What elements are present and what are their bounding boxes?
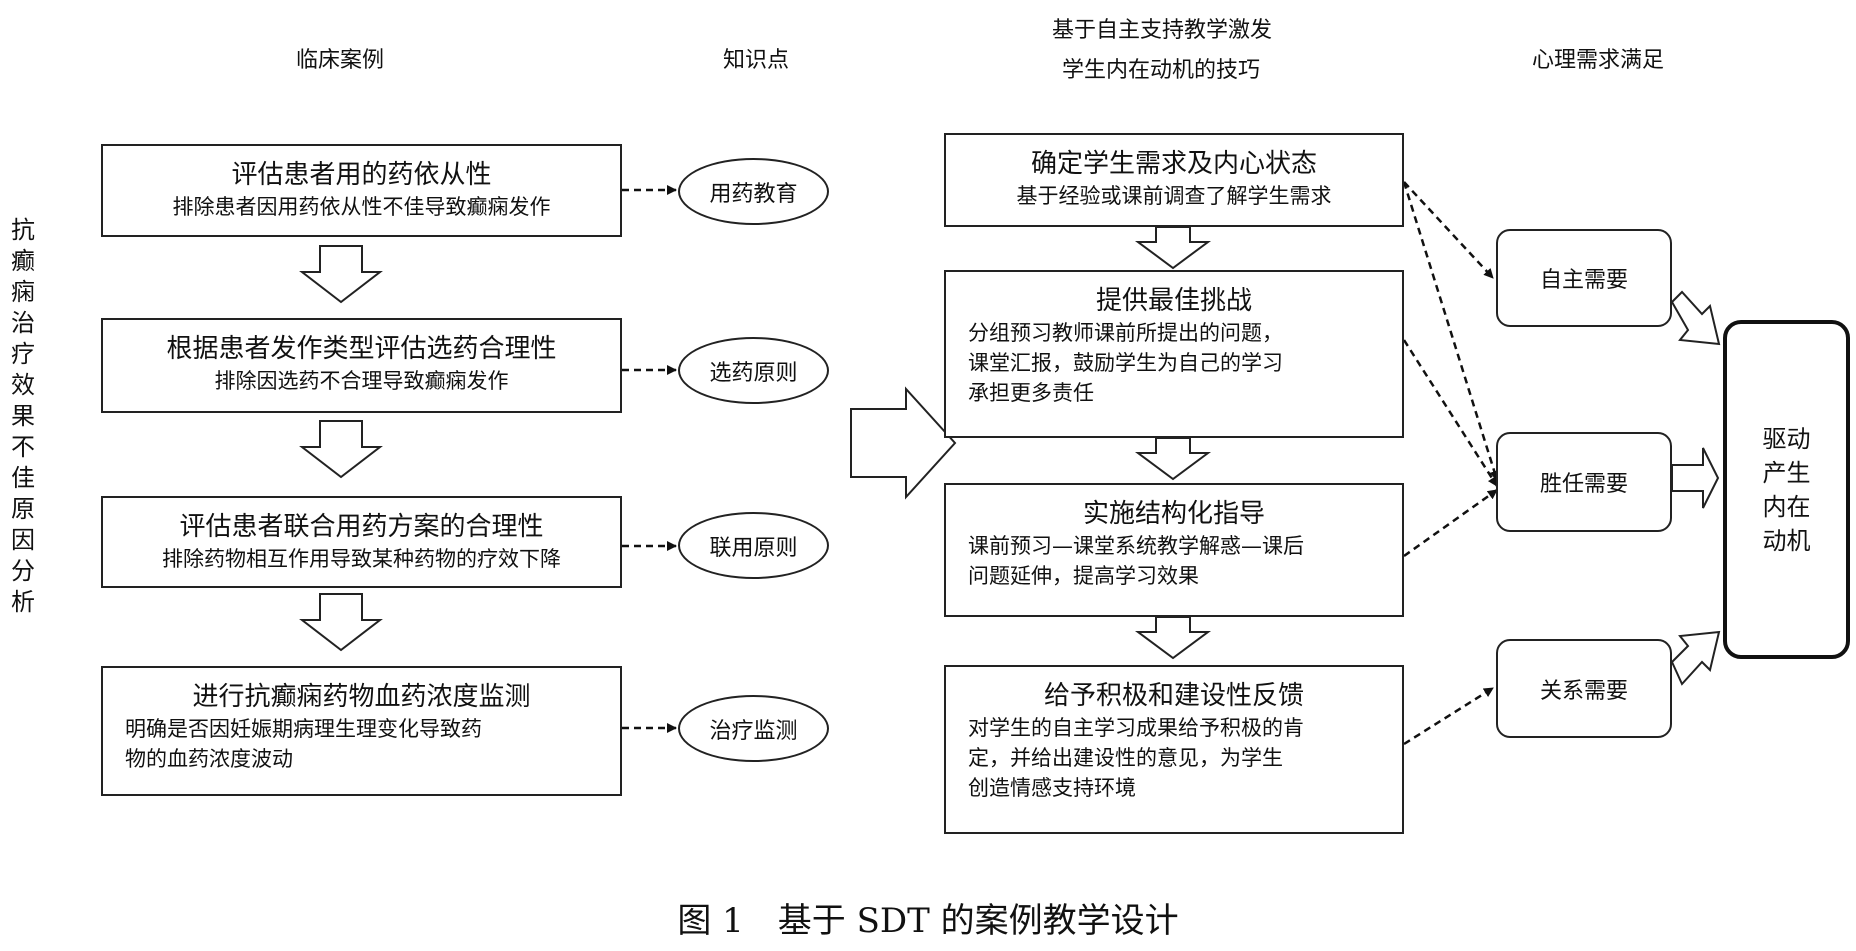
down-arrow: [1134, 616, 1212, 660]
clinical-step-title: 评估患者用的药依从性: [231, 160, 492, 190]
side-char: 抗: [11, 216, 35, 244]
header-skills-line2: 学生内在动机的技巧: [1062, 58, 1261, 83]
side-char: 果: [11, 402, 35, 430]
goal-line: 动机: [1762, 526, 1811, 555]
header-needs: 心理需求满足: [1532, 48, 1665, 73]
side-title: 抗 癫 痫 治 疗 效 果 不 佳 原 因 分 析: [8, 215, 38, 618]
clinical-step-title: 根据患者发作类型评估选药合理性: [166, 334, 557, 364]
side-char: 效: [11, 371, 35, 399]
skill-title: 提供最佳挑战: [1095, 286, 1252, 316]
clinical-step-detail: 排除因选药不合理导致癫痫发作: [214, 369, 509, 393]
big-right-arrow: [850, 386, 957, 500]
down-arrow: [299, 420, 383, 479]
skill-box-2: 提供最佳挑战 分组预习教师课前所提出的问题， 课堂汇报，鼓励学生为自己的学习 承…: [944, 270, 1404, 438]
header-clinical: 临床案例: [296, 48, 385, 73]
down-arrow: [1134, 226, 1212, 270]
side-char: 佳: [11, 464, 35, 492]
clinical-step-2: 根据患者发作类型评估选药合理性 排除因选药不合理导致癫痫发作: [101, 318, 622, 413]
skill-title: 给予积极和建设性反馈: [1043, 681, 1304, 711]
need-goal-arrow: [1671, 447, 1720, 509]
goal-line: 内在: [1762, 492, 1811, 521]
clinical-step-4: 进行抗癫痫药物血药浓度监测 明确是否因妊娠期病理生理变化导致药 物的血药浓度波动: [101, 666, 622, 796]
knowledge-point-1: 用药教育: [678, 158, 829, 225]
skill-detail: 分组预习教师课前所提出的问题，: [968, 321, 1283, 345]
clinical-step-3: 评估患者联合用药方案的合理性 排除药物相互作用导致某种药物的疗效下降: [101, 496, 622, 588]
side-char: 不: [11, 433, 35, 461]
skill-detail: 对学生的自主学习成果给予积极的肯: [968, 716, 1304, 740]
need-autonomy: 自主需要: [1496, 229, 1672, 327]
down-arrow: [299, 593, 383, 652]
header-skills-line1: 基于自主支持教学激发: [1052, 18, 1273, 43]
skill-detail: 课堂汇报，鼓励学生为自己的学习: [968, 351, 1283, 375]
goal-line: 产生: [1762, 458, 1811, 487]
side-char: 痫: [11, 278, 35, 306]
side-char: 原: [11, 495, 35, 523]
skill-box-3: 实施结构化指导 课前预习—课堂系统教学解惑—课后 问题延伸，提高学习效果: [944, 483, 1404, 617]
goal-line: 驱动: [1762, 424, 1811, 453]
clinical-step-detail: 物的血药浓度波动: [125, 747, 293, 771]
side-char: 治: [11, 309, 35, 337]
need-goal-arrow: [1670, 290, 1721, 346]
down-arrow: [299, 245, 383, 304]
skill-box-4: 给予积极和建设性反馈 对学生的自主学习成果给予积极的肯 定，并给出建设性的意见，…: [944, 665, 1404, 834]
skill-detail: 定，并给出建设性的意见，为学生: [968, 746, 1283, 770]
need-goal-arrow: [1670, 630, 1721, 686]
knowledge-point-2: 选药原则: [678, 337, 829, 404]
side-char: 疗: [11, 340, 35, 368]
intrinsic-motivation-box: 驱动 产生 内在 动机: [1723, 320, 1850, 659]
clinical-step-detail: 明确是否因妊娠期病理生理变化导致药: [125, 717, 482, 741]
side-char: 析: [11, 588, 35, 616]
skill-detail: 课前预习—课堂系统教学解惑—课后: [968, 534, 1304, 558]
clinical-step-title: 评估患者联合用药方案的合理性: [179, 512, 544, 542]
skill-box-1: 确定学生需求及内心状态 基于经验或课前调查了解学生需求: [944, 133, 1404, 227]
clinical-step-detail: 排除患者因用药依从性不佳导致癫痫发作: [172, 195, 551, 219]
header-knowledge: 知识点: [723, 48, 790, 73]
skill-detail: 问题延伸，提高学习效果: [968, 564, 1199, 588]
side-char: 癫: [11, 247, 35, 275]
knowledge-point-3: 联用原则: [678, 512, 829, 579]
skill-detail: 创造情感支持环境: [968, 776, 1136, 800]
side-char: 分: [11, 557, 35, 585]
down-arrow: [1134, 437, 1212, 481]
skill-detail: 承担更多责任: [968, 381, 1094, 405]
clinical-step-detail: 排除药物相互作用导致某种药物的疗效下降: [162, 547, 561, 571]
clinical-step-1: 评估患者用的药依从性 排除患者因用药依从性不佳导致癫痫发作: [101, 144, 622, 237]
side-char: 因: [11, 526, 35, 554]
need-relatedness: 关系需要: [1496, 639, 1672, 738]
skill-title: 确定学生需求及内心状态: [1030, 149, 1317, 179]
figure-caption: 图 1 基于 SDT 的案例教学设计: [677, 901, 1179, 941]
skill-title: 实施结构化指导: [1082, 499, 1265, 529]
need-competence: 胜任需要: [1496, 432, 1672, 532]
clinical-step-title: 进行抗癫痫药物血药浓度监测: [192, 682, 531, 712]
knowledge-point-4: 治疗监测: [678, 695, 829, 762]
skill-detail: 基于经验或课前调查了解学生需求: [1016, 184, 1332, 208]
